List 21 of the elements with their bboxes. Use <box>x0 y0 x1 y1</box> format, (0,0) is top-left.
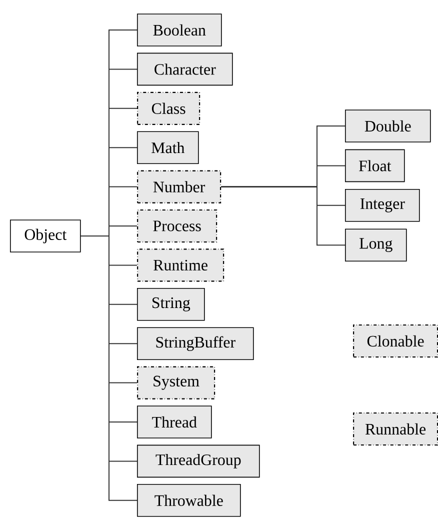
class-box: Boolean <box>137 14 222 46</box>
class-box: Runtime <box>137 248 224 282</box>
class-box: Math <box>137 131 199 164</box>
class-box: System <box>137 366 216 400</box>
class-box: Class <box>137 92 200 125</box>
class-box: Object <box>10 220 81 252</box>
class-box: Integer <box>345 189 420 222</box>
class-box: Number <box>137 170 222 204</box>
class-box: Long <box>345 228 407 262</box>
class-box: Throwable <box>137 484 241 517</box>
class-box: ThreadGroup <box>137 444 260 478</box>
class-box: String <box>137 288 205 321</box>
class-box: Clonable <box>353 324 438 358</box>
class-box: Thread <box>137 406 212 438</box>
class-box: StringBuffer <box>137 327 254 360</box>
class-box: Character <box>137 52 233 86</box>
class-box: Double <box>345 110 431 142</box>
class-box: Float <box>345 149 405 182</box>
class-box: Runnable <box>353 412 438 446</box>
class-box: Process <box>137 209 218 243</box>
connector-line <box>220 186 346 246</box>
